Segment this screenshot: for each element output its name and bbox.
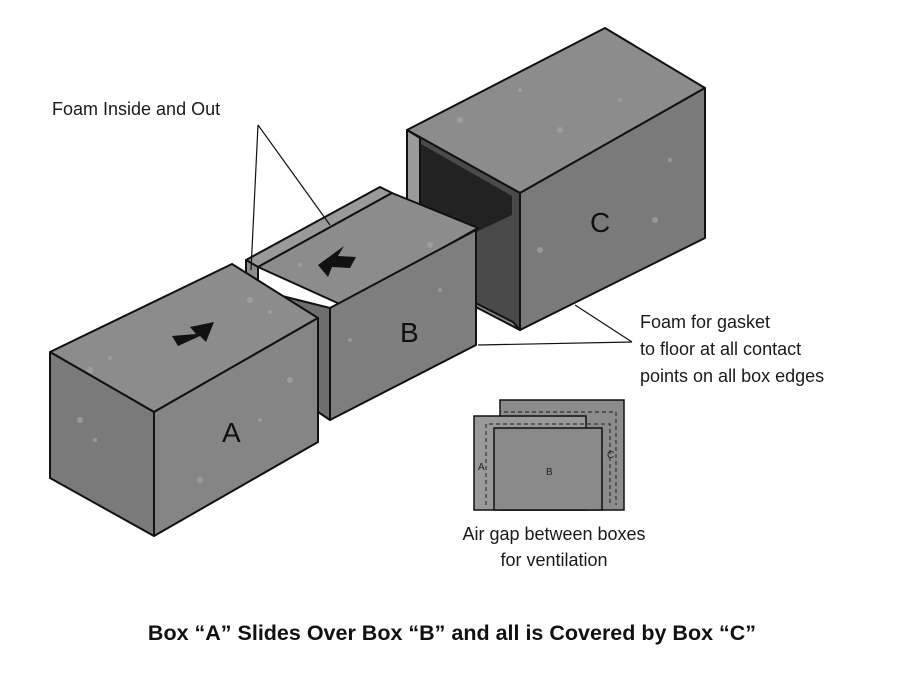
leader-lines [250,124,633,346]
inset-air-gap-path-2 [504,411,617,505]
box-a-arrow-icon [172,322,214,346]
diagram-caption: Box “A” Slides Over Box “B” and all is C… [148,621,756,645]
box-b-arrow-icon [318,246,356,277]
leader-foam-to-b-top [257,124,331,226]
box-b-letter: B [400,317,419,348]
box-a: A [49,263,319,537]
inset-label-b: B [546,467,553,478]
inset-air-gap-path [485,423,611,505]
inset-cross-section: A B C [473,399,625,511]
box-a-right-face [153,317,319,537]
box-b-top [257,192,479,306]
foam-texture [77,88,672,483]
inset-box-b [493,427,603,511]
label-foam-gasket-line3: points on all box edges [640,366,824,386]
label-foam-gasket-line2: to floor at all contact [640,339,801,359]
label-air-gap-line2: for ventilation [500,550,607,570]
inset-label-a: A [478,462,485,473]
inset-label-c: C [607,450,614,461]
label-foam-gasket-line1: Foam for gasket [640,312,770,332]
leader-gasket-to-b [477,341,633,346]
label-air-gap-line1: Air gap between boxes [462,524,645,544]
leader-foam-to-rim [250,124,259,271]
leader-gasket-to-c [574,304,633,343]
label-foam-inside-out: Foam Inside and Out [52,99,220,119]
box-c-letter: C [590,207,610,238]
box-a-letter: A [222,417,241,448]
